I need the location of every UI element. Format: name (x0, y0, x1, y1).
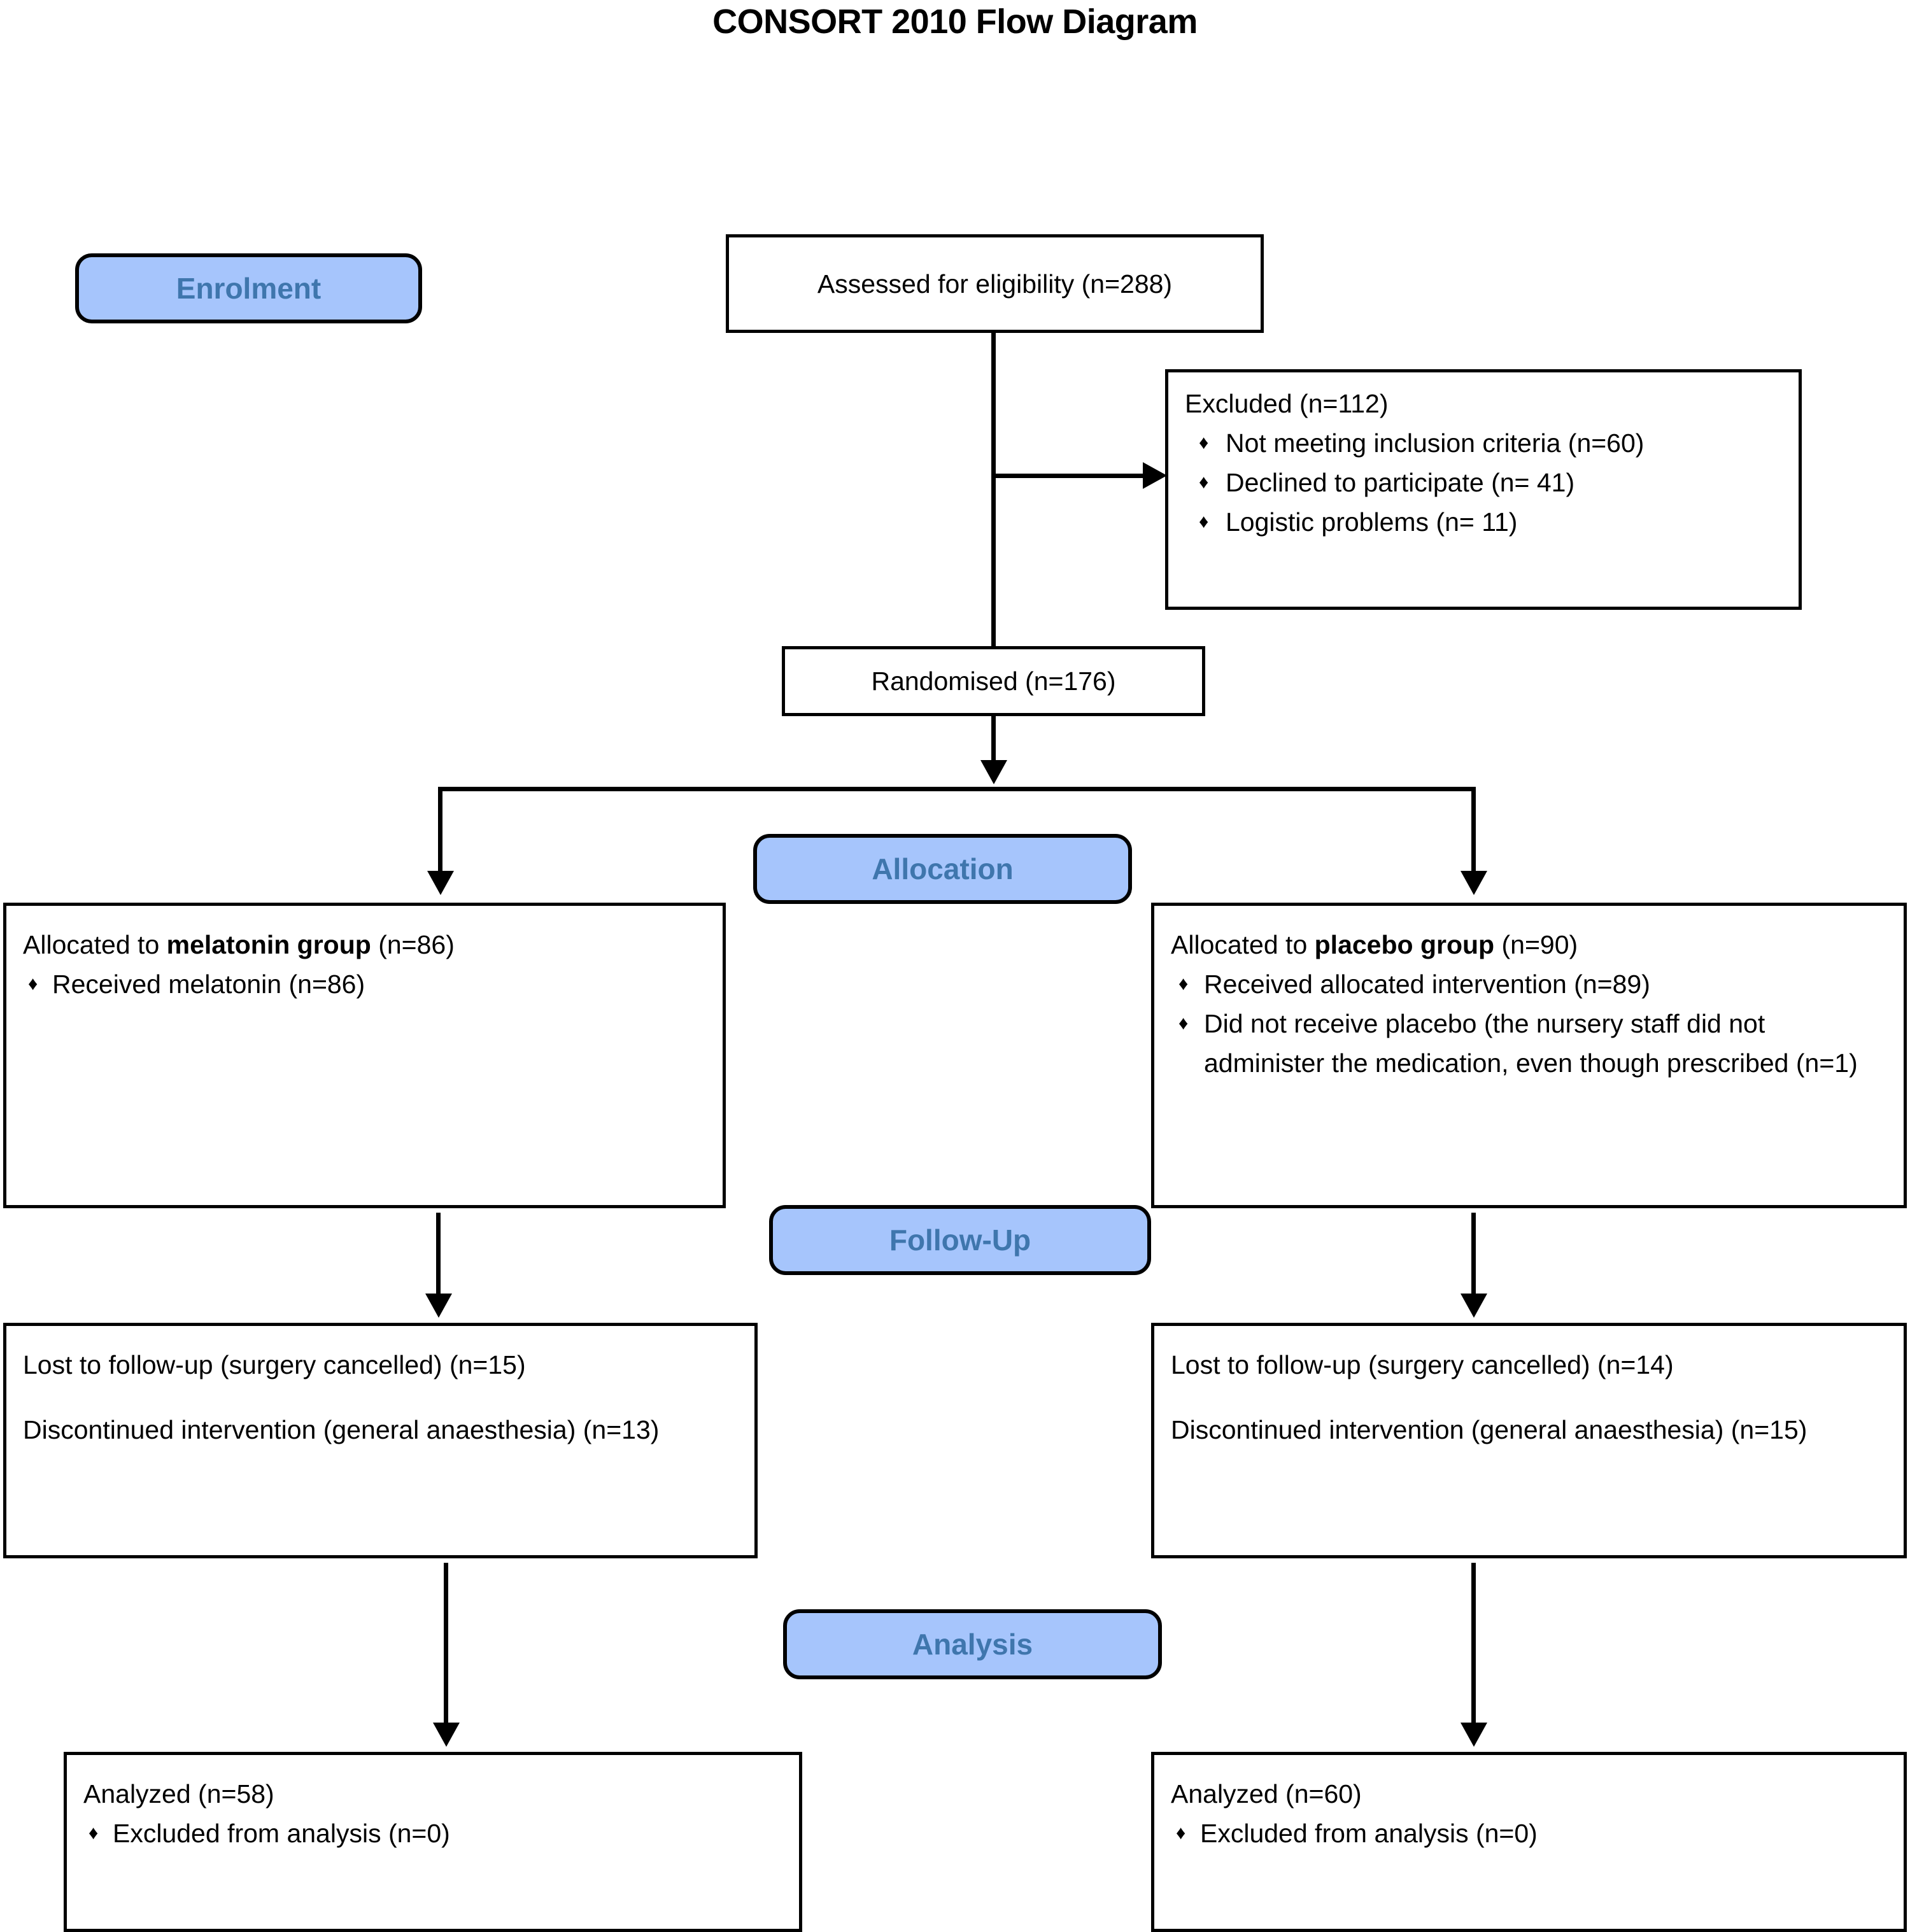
allocation-melatonin-group-label: melatonin group (166, 930, 371, 959)
node-excluded: Excluded (n=112) ♦ Not meeting inclusion… (1165, 369, 1802, 610)
stage-badge-enrolment-label: Enrolment (176, 272, 322, 305)
analysis-placebo-item-text: Excluded from analysis (n=0) (1200, 1819, 1538, 1848)
page-title: CONSORT 2010 Flow Diagram (712, 3, 1198, 41)
list-item: ♦ Excluded from analysis (n=0) (83, 1814, 782, 1853)
node-analysis-melatonin: Analyzed (n=58) ♦ Excluded from analysis… (64, 1752, 802, 1932)
connector-right-followup-to-analysis (1471, 1563, 1476, 1725)
allocation-melatonin-lead-prefix: Allocated to (23, 930, 167, 959)
list-item: ♦ Logistic problems (n= 11) (1185, 502, 1782, 542)
arrowhead-randomised-split (980, 760, 1007, 784)
connector-left-followup-to-analysis (444, 1563, 448, 1725)
bullet-diamond-icon: ♦ (1178, 973, 1189, 994)
arrowhead-left-allocation (427, 871, 454, 895)
arrowhead-right-analysis (1461, 1723, 1487, 1747)
node-allocation-placebo: Allocated to placebo group (n=90) ♦ Rece… (1151, 903, 1907, 1208)
bullet-diamond-icon: ♦ (28, 973, 38, 994)
analysis-melatonin-item-text: Excluded from analysis (n=0) (113, 1819, 450, 1848)
allocation-placebo-group-label: placebo group (1314, 930, 1495, 959)
arrowhead-to-excluded (1143, 462, 1167, 489)
list-item: ♦ Not meeting inclusion criteria (n=60) (1185, 423, 1782, 463)
excluded-item-text: Logistic problems (n= 11) (1226, 507, 1518, 537)
list-item: ♦ Received melatonin (n=86) (23, 964, 706, 1004)
allocation-placebo-item-text: Received allocated intervention (n=89) (1204, 970, 1650, 999)
bullet-diamond-icon: ♦ (1199, 472, 1209, 493)
connector-assessed-to-excluded (991, 474, 1147, 478)
stage-badge-allocation-label: Allocation (872, 852, 1014, 885)
excluded-item-text: Not meeting inclusion criteria (n=60) (1226, 428, 1645, 458)
analysis-placebo-list: ♦ Excluded from analysis (n=0) (1171, 1814, 1887, 1853)
allocation-melatonin-item-text: Received melatonin (n=86) (52, 970, 365, 999)
allocation-melatonin-lead: Allocated to melatonin group (n=86) (23, 925, 706, 964)
followup-placebo-discontinued: Discontinued intervention (general anaes… (1171, 1415, 1807, 1444)
node-followup-placebo: Lost to follow-up (surgery cancelled) (n… (1151, 1323, 1907, 1558)
excluded-heading: Excluded (n=112) (1185, 389, 1389, 418)
excluded-list: ♦ Not meeting inclusion criteria (n=60) … (1185, 423, 1782, 542)
stage-badge-analysis-label: Analysis (912, 1628, 1033, 1661)
stage-badge-enrolment: Enrolment (75, 253, 422, 323)
node-allocation-melatonin: Allocated to melatonin group (n=86) ♦ Re… (3, 903, 726, 1208)
followup-melatonin-lost: Lost to follow-up (surgery cancelled) (n… (23, 1350, 526, 1379)
allocation-melatonin-list: ♦ Received melatonin (n=86) (23, 964, 706, 1004)
bullet-diamond-icon: ♦ (1199, 511, 1209, 532)
followup-placebo-lost: Lost to follow-up (surgery cancelled) (n… (1171, 1350, 1674, 1379)
allocation-placebo-lead-suffix: (n=90) (1494, 930, 1578, 959)
randomised-text: Randomised (n=176) (871, 666, 1116, 696)
connector-allocation-bus (438, 787, 1476, 791)
connector-bus-to-right-allocation (1471, 787, 1476, 873)
node-followup-melatonin: Lost to follow-up (surgery cancelled) (n… (3, 1323, 758, 1558)
stage-badge-followup-label: Follow-Up (889, 1223, 1031, 1257)
allocation-placebo-list: ♦ Received allocated intervention (n=89)… (1171, 964, 1887, 1083)
list-item: ♦ Declined to participate (n= 41) (1185, 463, 1782, 502)
allocation-placebo-item-text: Did not receive placebo (the nursery sta… (1204, 1009, 1858, 1078)
stage-badge-allocation: Allocation (753, 834, 1132, 904)
allocation-placebo-lead-prefix: Allocated to (1171, 930, 1315, 959)
arrowhead-left-analysis (433, 1723, 460, 1747)
node-randomised: Randomised (n=176) (782, 646, 1205, 716)
analysis-placebo-lead: Analyzed (n=60) (1171, 1779, 1362, 1809)
connector-left-allocation-to-followup (436, 1213, 441, 1295)
connector-bus-to-left-allocation (438, 787, 442, 873)
arrowhead-left-followup (425, 1294, 452, 1318)
node-assessed-for-eligibility: Assessed for eligibility (n=288) (726, 234, 1264, 333)
assessed-for-eligibility-text: Assessed for eligibility (n=288) (817, 269, 1173, 299)
stage-badge-analysis: Analysis (783, 1609, 1162, 1679)
connector-assessed-to-randomised (991, 333, 996, 651)
analysis-melatonin-lead: Analyzed (n=58) (83, 1779, 274, 1809)
bullet-diamond-icon: ♦ (1176, 1823, 1186, 1844)
list-item: ♦ Received allocated intervention (n=89) (1171, 964, 1887, 1004)
allocation-melatonin-lead-suffix: (n=86) (371, 930, 455, 959)
list-item: ♦ Excluded from analysis (n=0) (1171, 1814, 1887, 1853)
connector-randomised-stem (991, 716, 996, 762)
list-item: ♦ Did not receive placebo (the nursery s… (1171, 1004, 1887, 1083)
arrowhead-right-followup (1461, 1294, 1487, 1318)
excluded-item-text: Declined to participate (n= 41) (1226, 468, 1575, 497)
followup-melatonin-discontinued: Discontinued intervention (general anaes… (23, 1415, 660, 1444)
stage-badge-followup: Follow-Up (769, 1205, 1151, 1275)
allocation-placebo-lead: Allocated to placebo group (n=90) (1171, 925, 1887, 964)
arrowhead-right-allocation (1461, 871, 1487, 895)
analysis-melatonin-list: ♦ Excluded from analysis (n=0) (83, 1814, 782, 1853)
connector-right-allocation-to-followup (1471, 1213, 1476, 1295)
bullet-diamond-icon: ♦ (1199, 432, 1209, 453)
node-analysis-placebo: Analyzed (n=60) ♦ Excluded from analysis… (1151, 1752, 1907, 1932)
bullet-diamond-icon: ♦ (88, 1823, 99, 1844)
bullet-diamond-icon: ♦ (1178, 1013, 1189, 1034)
